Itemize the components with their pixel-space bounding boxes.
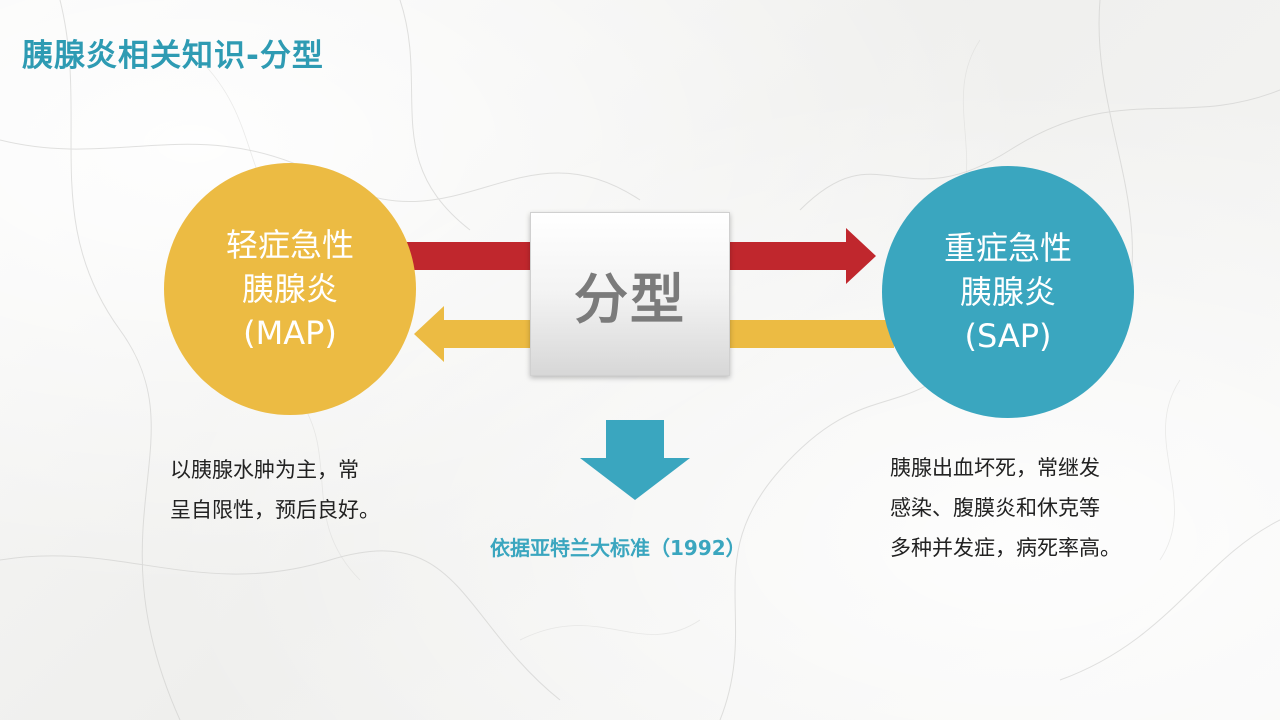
sap-description-line: 胰腺出血坏死，常继发: [890, 456, 1100, 480]
classification-box: 分型: [530, 212, 730, 376]
map-title-line2: 胰腺炎: [241, 270, 338, 308]
teal-down-arrow-icon: [580, 420, 690, 500]
map-description-line: 呈自限性，预后良好。: [170, 498, 380, 522]
sap-title-line2: 胰腺炎: [959, 273, 1056, 311]
map-description: 以胰腺水肿为主，常 呈自限性，预后良好。: [170, 450, 430, 530]
map-title-line1: 轻症急性: [225, 226, 354, 264]
map-description-line: 以胰腺水肿为主，常: [170, 458, 359, 482]
sap-description-line: 感染、腹膜炎和休克等: [890, 496, 1100, 520]
map-title-line3: (MAP): [243, 314, 337, 352]
sap-circle: 重症急性 胰腺炎 (SAP): [882, 166, 1134, 418]
criteria-caption: 依据亚特兰大标准（1992）: [490, 536, 746, 560]
sap-description: 胰腺出血坏死，常继发 感染、腹膜炎和休克等 多种并发症，病死率高。: [890, 448, 1180, 568]
classification-label: 分型: [574, 267, 686, 331]
slide-title: 胰腺炎相关知识-分型: [22, 38, 324, 74]
map-circle: 轻症急性 胰腺炎 (MAP): [164, 163, 416, 415]
sap-title-line3: (SAP): [964, 317, 1052, 355]
sap-description-line: 多种并发症，病死率高。: [890, 536, 1121, 560]
sap-title-line1: 重症急性: [943, 229, 1072, 267]
